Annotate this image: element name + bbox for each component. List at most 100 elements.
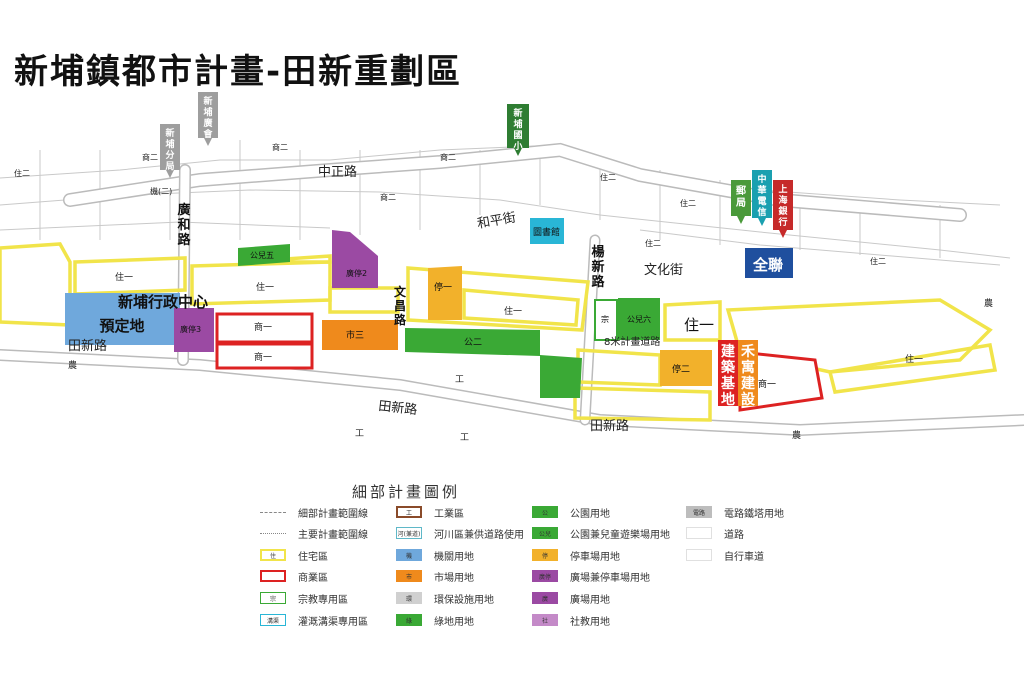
park-5-zone <box>238 244 290 266</box>
road-label-8m: 8米計畫道路 <box>604 335 660 348</box>
legend-swatch <box>686 549 712 561</box>
map-label-zhu-1: 住二 <box>14 168 30 178</box>
legend-item: 自行車道 <box>686 547 764 563</box>
marker-school-label: 新埔國小 <box>512 107 522 152</box>
legend-item: 公公園用地 <box>532 504 610 520</box>
road-label-wenchang: 文昌路 <box>394 284 407 327</box>
road-label-yangxin: 楊新路 <box>591 244 605 290</box>
legend-swatch: 市 <box>396 570 422 582</box>
legend-item: 社社教用地 <box>532 612 610 628</box>
road-label-heping: 和平街 <box>476 210 517 232</box>
map-label-shang-3: 商二 <box>440 152 456 162</box>
park-6-zone <box>618 298 660 340</box>
legend-label: 住宅區 <box>298 551 328 563</box>
legend-label: 商業區 <box>298 572 328 584</box>
road-label-zhongzheng: 中正路 <box>318 164 357 180</box>
map-label-zhuyi-4: 住一 <box>905 353 923 365</box>
residential-zone-w2 <box>73 256 187 296</box>
legend-label: 廣場用地 <box>570 594 610 606</box>
road-label-guanghe: 廣和路 <box>177 202 191 248</box>
zone-label-parking2: 停二 <box>672 363 690 375</box>
zone-label-market3: 市三 <box>346 329 364 341</box>
map-label-shang-1: 商二 <box>142 152 158 162</box>
legend-label: 宗教專用區 <box>298 594 348 606</box>
legend-label: 細部計畫範圍線 <box>298 508 368 520</box>
legend-swatch: 停 <box>532 549 558 561</box>
legend-label: 停車場用地 <box>570 551 620 563</box>
plaza-3-zone <box>174 308 214 352</box>
legend-swatch: 廣 <box>532 592 558 604</box>
road-label-tianxin-w: 田新路 <box>68 338 107 354</box>
zoning-map: 中正路 和平街 文化街 田新路 田新路 田新路 8米計畫道路 新埔行政中心 預定… <box>0 92 1024 443</box>
quanlian-store <box>745 248 793 278</box>
legend-item: 公兒公園兼兒童遊樂場用地 <box>532 525 670 541</box>
zone-label-park6: 公兒六 <box>627 314 651 324</box>
legend-label: 河川區兼供道路使用 <box>434 529 524 541</box>
map-label-shang-2: 商二 <box>272 142 288 152</box>
legend-label: 自行車道 <box>724 551 764 563</box>
map-label-zhu-2: 住二 <box>600 172 616 182</box>
plaza-2-zone <box>332 230 378 288</box>
residential-zone-far-east-2 <box>827 342 998 394</box>
marker-post-pin <box>731 180 751 224</box>
marker-bank-pin <box>773 180 793 238</box>
developer-box <box>738 340 758 406</box>
zone-label-com: 商一 <box>758 378 776 390</box>
building-site-label: 建築基地 <box>720 343 736 408</box>
marker-school-pin <box>507 104 529 156</box>
zone-label-plaza2: 廣停2 <box>346 268 367 278</box>
legend-swatch: 環 <box>396 592 422 604</box>
legend-swatch: 電路 <box>686 506 712 518</box>
legend-swatch: 公 <box>532 506 558 518</box>
residential-zone-e1 <box>406 266 590 332</box>
legend-swatch: 住 <box>260 549 286 561</box>
zone-label-religious: 宗 <box>601 314 609 324</box>
residential-zone-e2 <box>462 288 580 327</box>
marker-square-label: 新埔廣會 <box>203 95 213 140</box>
library-label: 圖書館 <box>533 226 560 238</box>
park-2-zone <box>405 328 582 398</box>
map-label-gong-3: 工 <box>460 433 469 443</box>
parking-1-zone <box>428 266 462 320</box>
legend-swatch: 宗 <box>260 592 286 604</box>
commercial-zone-1 <box>215 312 314 344</box>
zone-label-parking1: 停一 <box>434 281 452 293</box>
marker-post-label: 郵局 <box>735 184 746 209</box>
legend-swatch: 機 <box>396 549 422 561</box>
legend-label: 主要計畫範圍線 <box>298 529 368 541</box>
legend-label: 道路 <box>724 529 744 541</box>
legend-title: 細部計畫圖例 <box>352 483 461 501</box>
legend-label: 市場用地 <box>434 572 474 584</box>
map-label-ji: 機(二) <box>150 186 172 196</box>
map-label-gong-1: 工 <box>455 375 464 385</box>
zone-label-park5: 公兒五 <box>250 250 274 260</box>
legend-item: 市市場用地 <box>396 568 474 584</box>
marker-police-label: 新埔分局 <box>165 127 174 172</box>
legend-swatch <box>260 570 286 582</box>
map-label-nong-3: 農 <box>792 429 801 441</box>
legend-label: 電路鐵塔用地 <box>724 508 784 520</box>
legend-swatch: 河(兼道) <box>396 527 422 539</box>
map-label-zhu-3: 住二 <box>680 198 696 208</box>
legend-swatch: 綠 <box>396 614 422 626</box>
legend-label: 灌溉溝渠專用區 <box>298 616 368 628</box>
zone-label-plaza3: 廣停3 <box>180 324 201 334</box>
legend-item: 主要計畫範圍線 <box>260 525 368 541</box>
map-label-zhu-4: 住二 <box>870 256 886 266</box>
legend-label: 廣場兼停車場用地 <box>570 572 650 584</box>
residential-zone-w1 <box>0 242 72 327</box>
residential-zone-c3 <box>328 286 400 314</box>
legend-swatch: 溝渠 <box>260 614 286 626</box>
legend-swatch: 公兒 <box>532 527 558 539</box>
admin-center-label-1: 新埔行政中心 <box>118 293 208 311</box>
legend-item: 住住宅區 <box>260 547 328 563</box>
map-label-nong-2: 農 <box>984 297 993 309</box>
legend-item: 道路 <box>686 525 744 541</box>
parking-2-zone <box>660 350 712 386</box>
legend-item: 廣停廣場兼停車場用地 <box>532 568 650 584</box>
legend-label: 社教用地 <box>570 616 610 628</box>
legend-item: 機機關用地 <box>396 547 474 563</box>
marker-square-pin <box>198 92 218 146</box>
map-label-zhu-5: 住二 <box>645 238 661 248</box>
map-label-shangyi-1: 商一 <box>254 321 272 333</box>
